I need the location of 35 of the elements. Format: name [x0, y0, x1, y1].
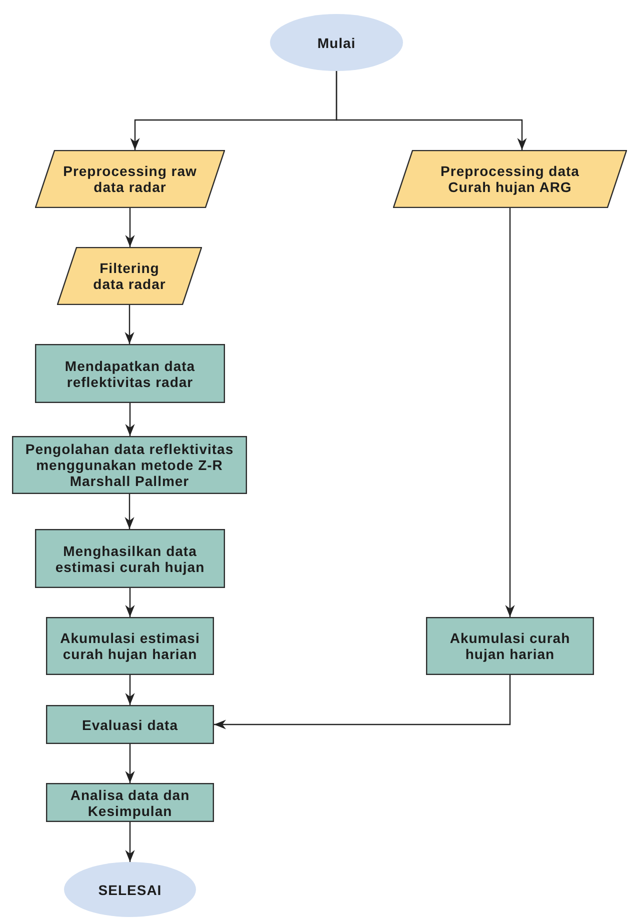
step-label: Akumulasi estimasi curah hujan harian	[59, 630, 201, 662]
process-box	[426, 617, 594, 675]
data-parallelogram	[35, 150, 225, 208]
terminal-ellipse	[64, 862, 196, 917]
process-box	[35, 344, 225, 403]
arrow	[125, 744, 135, 783]
process-box	[35, 529, 225, 588]
step-label: Analisa data dan Kesimpulan	[69, 786, 191, 818]
arrow	[124, 305, 134, 344]
arrow	[125, 403, 135, 436]
step-label: Preprocessing raw data radar	[62, 163, 198, 195]
arrow	[214, 675, 511, 730]
step-label: Preprocessing data Curah hujan ARG	[440, 163, 580, 195]
step-label: Mulai	[317, 34, 356, 50]
step-label: Pengolahan data reflektivitas menggunakan metode Z-R Marshall Pallmer	[24, 441, 235, 489]
terminal-ellipse	[270, 14, 403, 71]
arrow	[125, 822, 135, 862]
step-label: Filtering data radar	[92, 260, 167, 292]
step-label: Menghasilkan data estimasi curah hujan	[54, 542, 206, 574]
process-box	[46, 617, 214, 675]
data-parallelogram	[57, 247, 202, 305]
arrow	[125, 588, 135, 617]
arrow	[124, 494, 134, 529]
step-label: SELESAI	[98, 882, 162, 898]
arrow	[336, 71, 527, 150]
step-label: Mendapatkan data reflektivitas radar	[64, 358, 196, 390]
step-label: Akumulasi curah hujan harian	[448, 630, 572, 662]
arrow	[125, 675, 135, 705]
process-box	[12, 436, 247, 494]
arrow	[505, 208, 515, 617]
step-label: Evaluasi data	[82, 716, 178, 732]
process-box	[46, 783, 214, 822]
arrow	[125, 208, 135, 247]
process-box	[46, 705, 214, 744]
data-parallelogram	[393, 150, 627, 208]
